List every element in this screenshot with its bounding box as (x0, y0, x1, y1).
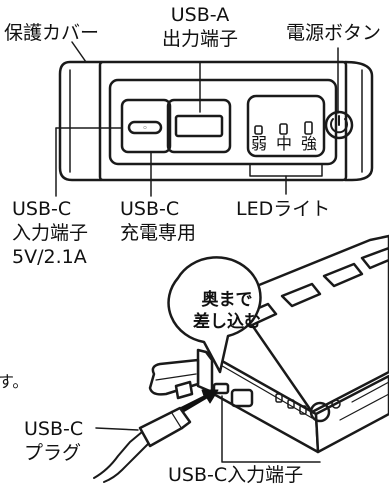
insert-arrow (175, 389, 219, 415)
label-usb-c-plug: プラグ (24, 442, 82, 464)
protective-cover-right (343, 60, 374, 182)
usb-a-port-recess (166, 98, 232, 154)
usb-a-port (174, 114, 224, 138)
label-led-weak: 弱 (251, 134, 268, 153)
led-medium (279, 123, 288, 135)
cover-rib-3 (322, 262, 364, 288)
usb-c-plug (93, 406, 192, 483)
label-led-light: LEDライト (236, 198, 331, 220)
label-usb-c-input-port: 入力端子 (12, 222, 89, 244)
label-led-strong: 強 (301, 134, 318, 153)
led-panel (246, 94, 326, 158)
protective-cover-left (58, 60, 104, 182)
leader-lines (55, 41, 339, 197)
power-bank-perspective-view (196, 234, 389, 454)
label-usb-c-plug-title: USB-C (24, 418, 84, 440)
label-usb-c-input-spec: 5V/2.1A (12, 246, 87, 268)
cover-rib-2 (280, 282, 322, 308)
bubble-text-line1: 奥まで (201, 290, 253, 310)
label-usb-c-input-title: USB-C (12, 198, 72, 220)
label-usb-c-charge-title: USB-C (120, 198, 180, 220)
label-power-button: 電源ボタン (286, 22, 382, 44)
bubble-text-line2: 差し込む (193, 312, 261, 332)
led-strong (304, 121, 313, 135)
label-protective-cover: 保護カバー (4, 22, 100, 44)
cover-rib-4 (360, 246, 389, 270)
usb-c-port-recess (120, 98, 172, 154)
label-usb-c-input-port-bottom: USB-C入力端子 (168, 464, 304, 486)
label-cut-text: す。 (0, 372, 29, 391)
label-usb-c-charge-only: 充電専用 (120, 222, 197, 244)
usb-c-port (127, 120, 163, 135)
cable-sketch (148, 358, 200, 400)
power-button (324, 110, 354, 140)
label-usb-a-title: USB-A (170, 4, 230, 26)
label-usb-a-output: 出力端子 (161, 28, 238, 50)
led-weak (254, 125, 263, 135)
label-led-medium: 中 (276, 134, 293, 153)
speech-bubble (167, 256, 262, 374)
power-bank-front-view (58, 60, 374, 182)
